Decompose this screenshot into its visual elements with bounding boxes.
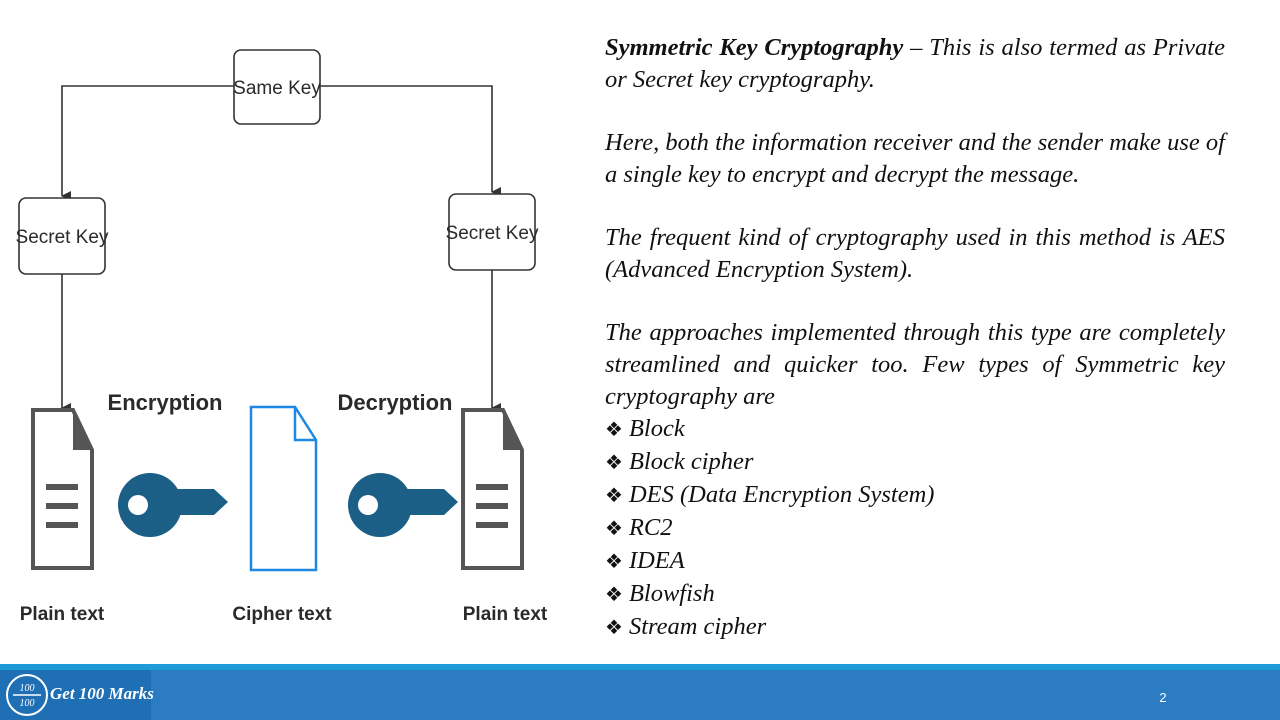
decryption-label: Decryption bbox=[338, 390, 453, 415]
symmetric-key-diagram: Same Key Secret Key Secret Key bbox=[16, 49, 548, 625]
list-item: ❖IDEA bbox=[605, 545, 1225, 578]
blank-document-icon bbox=[249, 405, 318, 572]
key-teeth bbox=[358, 495, 448, 523]
cipher-text-label: Cipher text bbox=[232, 604, 332, 625]
types-list: ❖Block ❖Block cipher ❖DES (Data Encrypti… bbox=[605, 413, 1225, 644]
logo-badge-icon: 100 100 bbox=[6, 674, 48, 716]
logo-badge-bottom: 100 bbox=[20, 698, 35, 709]
description-text: Symmetric Key Cryptography – This is als… bbox=[605, 32, 1225, 644]
list-item-label: Block bbox=[628, 415, 685, 442]
encryption-label: Encryption bbox=[108, 390, 223, 415]
same-key-connectors bbox=[61, 85, 501, 413]
paragraph-2: Here, both the information receiver and … bbox=[605, 129, 1225, 188]
secret-key-left-label: Secret Key bbox=[16, 227, 109, 248]
document-icon bbox=[461, 408, 524, 570]
same-key-label: Same Key bbox=[233, 78, 321, 99]
intro-rest: – This is also termed as Private or Secr… bbox=[605, 34, 1225, 93]
list-item: ❖RC2 bbox=[605, 512, 1225, 545]
bullet-icon: ❖ bbox=[605, 584, 623, 606]
logo-badge-top: 100 bbox=[20, 683, 35, 694]
secret-key-right-label: Secret Key bbox=[446, 223, 539, 244]
intro-title: Symmetric Key Cryptography bbox=[605, 34, 904, 61]
list-item: ❖Blowfish bbox=[605, 578, 1225, 611]
bullet-icon: ❖ bbox=[605, 419, 623, 441]
list-item-label: Block cipher bbox=[628, 448, 754, 475]
plain-text-right-label: Plain text bbox=[463, 604, 548, 625]
list-item-label: DES (Data Encryption System) bbox=[628, 481, 935, 508]
paragraph-3: The frequent kind of cryptography used i… bbox=[605, 224, 1225, 283]
key-icon bbox=[118, 473, 228, 537]
list-item: ❖Stream cipher bbox=[605, 611, 1225, 644]
bullet-icon: ❖ bbox=[605, 551, 623, 573]
bullet-icon: ❖ bbox=[605, 518, 623, 540]
key-icon bbox=[348, 473, 458, 537]
bullet-icon: ❖ bbox=[605, 452, 623, 474]
logo-text: Get 100 Marks bbox=[50, 684, 154, 703]
list-item-label: Blowfish bbox=[628, 580, 715, 607]
logo: 100 100 Get 100 Marks bbox=[0, 670, 154, 720]
paragraph-4: The approaches implemented through this … bbox=[605, 319, 1225, 410]
page-number: 2 bbox=[1159, 690, 1167, 705]
list-item-label: Stream cipher bbox=[628, 613, 767, 640]
footer-bar: 100 100 Get 100 Marks 2 bbox=[0, 664, 1280, 720]
bullet-icon: ❖ bbox=[605, 617, 623, 639]
secret-key-left-box: Secret Key bbox=[16, 197, 109, 275]
plain-text-left-label: Plain text bbox=[20, 604, 105, 625]
list-item: ❖Block cipher bbox=[605, 446, 1225, 479]
secret-key-right-box: Secret Key bbox=[446, 193, 539, 271]
same-key-box: Same Key bbox=[233, 49, 321, 125]
intro-paragraph: Symmetric Key Cryptography – This is als… bbox=[605, 32, 1225, 96]
list-item-label: RC2 bbox=[628, 514, 673, 541]
list-item: ❖Block bbox=[605, 413, 1225, 446]
document-icon bbox=[31, 408, 94, 570]
bullet-icon: ❖ bbox=[605, 485, 623, 507]
key-teeth bbox=[128, 495, 218, 523]
list-item-label: IDEA bbox=[628, 547, 685, 574]
list-item: ❖DES (Data Encryption System) bbox=[605, 479, 1225, 512]
